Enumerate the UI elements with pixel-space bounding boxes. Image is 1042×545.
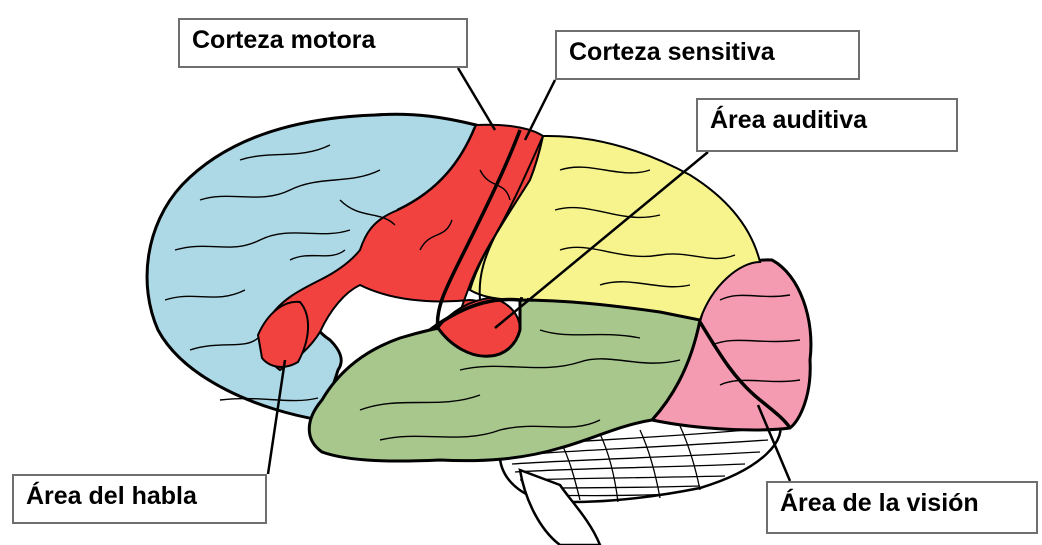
label-area-auditiva: Área auditiva	[696, 98, 958, 152]
label-area-del-habla: Área del habla	[12, 474, 267, 524]
label-corteza-sensitiva: Corteza sensitiva	[555, 30, 860, 80]
label-area-de-la-vision: Área de la visión	[766, 481, 1038, 534]
label-corteza-motora: Corteza motora	[178, 18, 468, 68]
